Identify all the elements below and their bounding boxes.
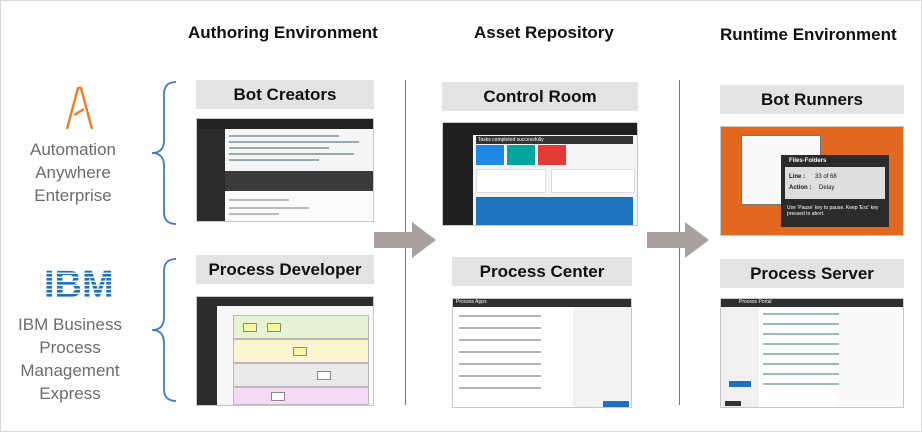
panel-row bbox=[229, 207, 309, 209]
properties-panel bbox=[225, 191, 373, 221]
action-value: Delay bbox=[819, 185, 835, 191]
bot-creators-screenshot bbox=[196, 118, 374, 222]
sidebar bbox=[443, 135, 473, 225]
process-node bbox=[271, 392, 285, 401]
process-developer-screenshot bbox=[196, 296, 374, 406]
dashboard-tile bbox=[476, 145, 504, 165]
authoring-environment-header: Authoring Environment bbox=[188, 23, 378, 42]
swimlane bbox=[233, 363, 369, 387]
grid-row bbox=[229, 159, 319, 161]
ibm-footer-badge bbox=[725, 401, 741, 406]
arrow-right-icon bbox=[647, 222, 709, 258]
ibm-bpm-name: IBM Business Process Management Express bbox=[8, 313, 132, 405]
action-label: Action : bbox=[789, 185, 812, 191]
window-titlebar: Process Portal bbox=[721, 299, 903, 307]
dialog-hint: Use 'Pause' key to pause. Keep 'Esc' key… bbox=[787, 205, 879, 217]
grid-row bbox=[229, 147, 329, 149]
grid-row bbox=[229, 141, 359, 143]
ibm-logo-text: IBM bbox=[44, 266, 114, 300]
filter-panel bbox=[721, 307, 759, 407]
ibm-footer-badge bbox=[603, 401, 629, 407]
run-progress-dialog: Files-Folders Line : 33 of 68 Action : D… bbox=[781, 155, 889, 227]
process-center-screenshot: Process Apps bbox=[452, 298, 632, 408]
app-row bbox=[459, 339, 541, 341]
sidebar bbox=[197, 306, 217, 405]
panel-row bbox=[229, 213, 279, 215]
ibm-line-3: Management bbox=[20, 361, 120, 380]
aa-line-3: Enterprise bbox=[34, 186, 112, 205]
ibm-logo: IBM bbox=[44, 266, 114, 300]
process-portal-title: Process Portal bbox=[739, 299, 772, 305]
window-titlebar bbox=[443, 123, 637, 135]
process-developer-label: Process Developer bbox=[196, 255, 374, 284]
upcoming-tasks-panel bbox=[551, 169, 635, 193]
bot-creators-label: Bot Creators bbox=[196, 80, 374, 109]
swimlane bbox=[233, 387, 369, 405]
ibm-line-4: Express bbox=[39, 384, 101, 403]
app-row bbox=[459, 363, 541, 365]
process-server-label: Process Server bbox=[720, 259, 904, 288]
aa-line-2: Anywhere bbox=[35, 163, 111, 182]
process-apps-tab: Process Apps bbox=[456, 299, 487, 305]
panel-row bbox=[229, 199, 289, 201]
window-titlebar: Process Apps bbox=[453, 299, 631, 307]
asset-repository-header: Asset Repository bbox=[474, 23, 614, 42]
app-row bbox=[459, 315, 541, 317]
dashboard-tile bbox=[507, 145, 535, 165]
control-room-label: Control Room bbox=[442, 82, 638, 111]
app-row bbox=[459, 327, 541, 329]
dashboard-tile bbox=[538, 145, 566, 165]
app-row bbox=[459, 351, 541, 353]
grid-row bbox=[229, 135, 339, 137]
task-row bbox=[763, 373, 853, 375]
task-row bbox=[763, 323, 853, 325]
process-node bbox=[317, 371, 331, 380]
control-room-screenshot: Tasks completed successfully bbox=[442, 122, 638, 226]
process-node bbox=[267, 323, 281, 332]
ibm-line-2: Process bbox=[39, 338, 101, 357]
ibm-line-1: IBM Business bbox=[18, 315, 122, 334]
process-node bbox=[243, 323, 257, 332]
window-titlebar bbox=[197, 119, 373, 129]
tasks-in-progress-panel bbox=[476, 169, 546, 193]
task-row bbox=[763, 333, 853, 335]
dialog-title: Files-Folders bbox=[789, 158, 827, 164]
bot-runners-label: Bot Runners bbox=[720, 85, 904, 114]
window-titlebar bbox=[197, 297, 373, 306]
automation-anywhere-logo bbox=[65, 86, 94, 130]
line-value: 33 of 68 bbox=[815, 174, 837, 180]
toolbar-strip bbox=[225, 171, 373, 191]
side-panel bbox=[573, 307, 631, 407]
process-center-label: Process Center bbox=[452, 257, 632, 286]
status-banner: Tasks completed successfully bbox=[476, 136, 633, 144]
sidebar bbox=[197, 129, 225, 221]
task-row bbox=[763, 383, 853, 385]
app-row bbox=[459, 375, 541, 377]
grid-row bbox=[229, 153, 354, 155]
task-row bbox=[763, 343, 853, 345]
app-row bbox=[459, 387, 541, 389]
task-row bbox=[763, 363, 853, 365]
bracket-icon bbox=[151, 258, 177, 402]
detail-panel bbox=[839, 307, 903, 407]
action-button bbox=[729, 381, 751, 387]
process-node bbox=[293, 347, 307, 356]
runners-bar bbox=[476, 197, 633, 225]
bracket-icon bbox=[151, 81, 177, 225]
dialog-body bbox=[785, 167, 885, 199]
bot-runners-screenshot: Files-Folders Line : 33 of 68 Action : D… bbox=[720, 126, 904, 236]
task-row bbox=[763, 313, 853, 315]
process-server-screenshot: Process Portal bbox=[720, 298, 904, 408]
automation-anywhere-name: Automation Anywhere Enterprise bbox=[18, 138, 128, 207]
arrow-right-icon bbox=[374, 222, 436, 258]
line-label: Line : bbox=[789, 174, 805, 180]
task-row bbox=[763, 353, 853, 355]
runtime-environment-header: Runtime Environment bbox=[720, 25, 897, 44]
aa-line-1: Automation bbox=[30, 140, 116, 159]
